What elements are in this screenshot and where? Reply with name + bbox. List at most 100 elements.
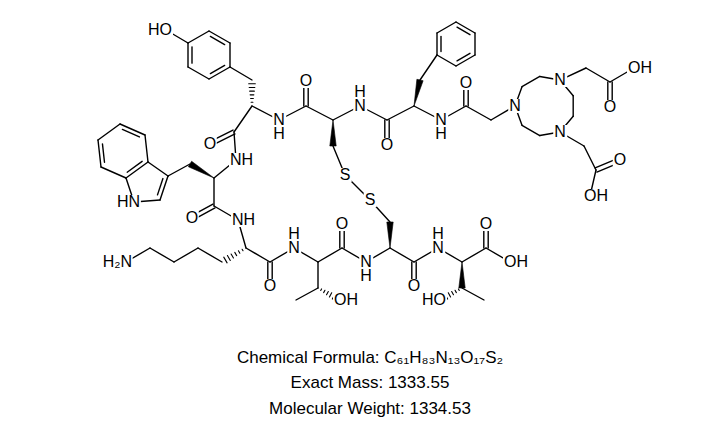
atom-label: N [272,113,286,127]
bond-line [191,47,192,63]
bond-line [327,292,329,295]
bond-line [98,124,120,140]
atom-label: O [299,74,313,88]
atom-label: H [431,227,445,241]
formula-row: Molecular Weight: 1334.53 [268,399,472,419]
bond-line [420,55,437,80]
atom-label-slot: O [479,215,493,233]
bond-line [522,76,540,86]
atom-label-slot: N [553,71,567,89]
atom-label: S [364,193,377,207]
atom-label-slot: O [185,209,199,227]
atom-label: O [613,153,627,167]
atom-label-slot: O [299,72,313,90]
atom-label: N [287,241,301,255]
bond-line [390,248,414,262]
bond-line [98,140,101,167]
bond-line [436,33,437,55]
bond-line [466,106,491,120]
atom-label: N [508,99,522,113]
bond-line [127,161,142,172]
bond-line [462,248,486,262]
atom-label: S [339,168,352,182]
atom-label-slot: O [459,74,473,92]
atom-label: OH [333,293,359,307]
atom-label: OH [627,61,653,75]
atom-label: NH [229,153,254,167]
atom-label-slot: HO [421,291,447,309]
bond-line [318,248,342,262]
atom-label-slot: H [434,125,448,143]
bond-line [210,65,224,73]
atom-label-slot: OH [503,253,529,271]
wedge-bond [330,120,336,146]
bond-line [320,289,322,291]
atom-label-slot: S [339,166,352,184]
bond-line [168,164,190,176]
atom-label: H [359,269,373,283]
bond-line [145,135,148,162]
bond-line [250,91,255,92]
atom-label-slot: OH [627,59,653,77]
atom-label: N [553,125,567,139]
bond-line [440,37,441,52]
bond-line [324,290,325,292]
bond-line [242,249,244,251]
atom-label: N [353,99,367,113]
atom-label: OH [503,255,529,269]
bond-line [329,293,331,297]
atom-label: H [287,227,301,241]
bond-line [210,36,224,44]
bond-line [174,248,198,262]
bond-line [231,254,233,258]
atom-label: O [380,138,394,152]
atom-label-slot: O [613,151,627,169]
structure-bonds [98,22,634,301]
atom-label: H [353,85,367,99]
atom-label-slot: H [272,125,286,143]
atom-label-slot: O [335,215,349,233]
atom-label: H [434,127,448,141]
formula-row: Chemical Formula: C₆₁H₈₃N₁₃O₁₇S₂ [236,348,504,368]
bond-line [452,292,454,295]
atom-label-slot: O [203,135,217,153]
atom-label-slot: OH [583,187,609,205]
bond-line [213,178,214,206]
atom-label: N [359,255,373,269]
bond-line [157,179,162,195]
bond-line [227,256,230,261]
bond-line [160,176,168,200]
bond-line [457,27,470,34]
bond-line [250,94,254,95]
atom-label: O [459,76,473,90]
bond-line [187,43,188,67]
atom-label: N [553,73,567,87]
atom-label: HO [421,293,447,307]
bond-line [457,53,470,60]
atom-label-slot: NH [229,151,254,169]
wedge-bond [387,222,393,248]
bond-line [188,31,209,43]
atom-label-slot: N [287,239,301,257]
bond-line [224,257,227,263]
atom-label-slot: NH [231,211,256,229]
formula-text: Exact Mass: 1333.55 [290,373,451,393]
atom-label-slot: O [380,136,394,154]
bond-line [126,162,148,178]
bond-line [572,96,573,117]
bond-line [448,293,450,297]
bond-line [249,87,255,88]
bond-line [474,33,475,55]
atom-label: O [335,217,349,231]
bond-line [317,262,318,288]
formula-text: Chemical Formula: C₆₁H₈₃N₁₃O₁₇S₂ [236,348,504,368]
bond-line [458,289,460,291]
atom-label-slot: O [603,98,617,116]
atom-label-slot: S [364,191,377,209]
bond-line [148,162,168,176]
bond-line [251,102,253,103]
atom-label-slot: N [508,97,522,115]
bond-line [455,290,456,292]
